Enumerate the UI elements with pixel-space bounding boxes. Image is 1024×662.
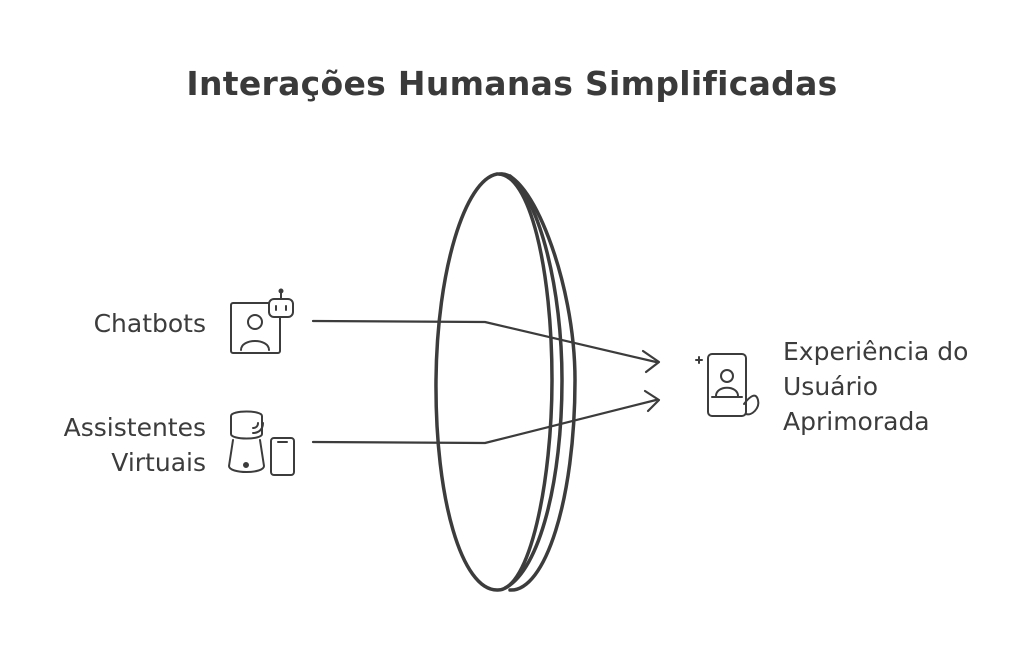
connector-assistentes [311, 398, 658, 445]
input-label-chatbots: Chatbots [94, 306, 206, 341]
input-label-assistentes-line-2: Virtuais [111, 448, 206, 477]
connectors [311, 319, 661, 445]
smart-speaker-phone-icon [228, 410, 295, 476]
output-label-experiencia: Experiência do Usuário Aprimorada [783, 334, 968, 439]
smartphone-user-icon [695, 353, 760, 417]
input-label-chatbots-line-1: Chatbots [93, 309, 206, 338]
connector-chatbots [311, 319, 658, 364]
input-label-assistentes-line-1: Assistentes [63, 413, 206, 442]
lens-inner-rim [503, 174, 564, 590]
lens-front-face [434, 172, 554, 592]
arrowhead-assistentes [643, 389, 661, 413]
output-label-line-2: Usuário [783, 372, 879, 401]
chatbot-icon [230, 288, 294, 354]
lens-shape [434, 172, 577, 592]
input-label-assistentes-virtuais: Assistentes Virtuais [64, 410, 206, 480]
diagram-title: Interações Humanas Simplificadas [186, 64, 838, 103]
lens-back-rim [498, 172, 577, 592]
arrowhead-chatbots [641, 349, 661, 374]
output-label-line-1: Experiência do [783, 337, 969, 366]
output-label-line-3: Aprimorada [783, 407, 930, 436]
